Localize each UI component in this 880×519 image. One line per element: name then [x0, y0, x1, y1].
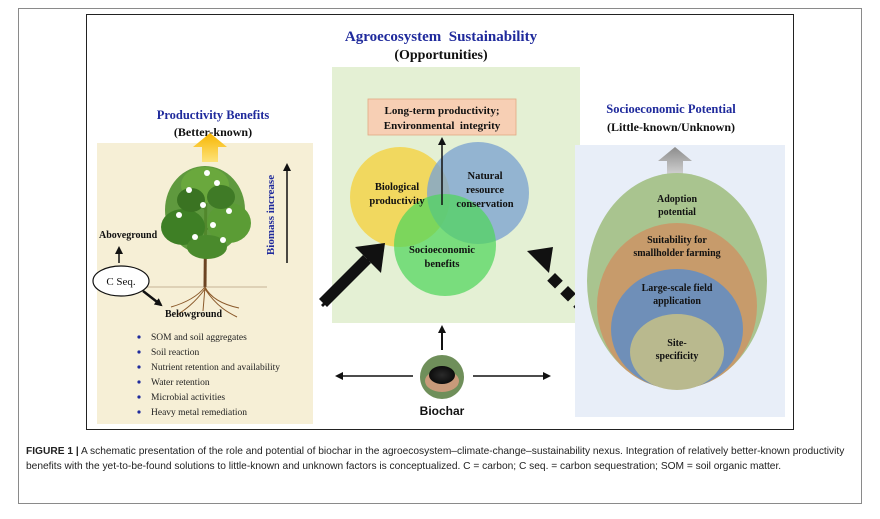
- benefit-item: Soil reaction: [151, 348, 200, 358]
- top-box-line1: Long-term productivity;: [385, 105, 500, 117]
- benefit-item: SOM and soil aggregates: [151, 333, 247, 343]
- ring1-line1: Adoption: [657, 194, 697, 205]
- belowground-arrow-icon: [142, 290, 163, 307]
- figure-caption: FIGURE 1 | A schematic presentation of t…: [26, 445, 850, 474]
- ring2-line2: smallholder farming: [633, 248, 720, 259]
- caption-text: A schematic presentation of the role and…: [26, 446, 845, 472]
- soc-line2: benefits: [425, 259, 460, 270]
- title-line1: Agroecosystem Sustainability: [345, 29, 538, 45]
- aboveground-label: Aboveground: [99, 230, 158, 241]
- bio-line2: productivity: [369, 196, 425, 207]
- ring3-line2: application: [653, 296, 701, 307]
- top-box-line2: Environmental integrity: [384, 120, 501, 132]
- nat-line1: Natural: [468, 171, 503, 182]
- caption-label: FIGURE 1 |: [26, 446, 79, 457]
- right-heading: Socioeconomic Potential: [606, 102, 736, 116]
- nat-line3: conservation: [456, 199, 513, 210]
- left-subheading: (Better-known): [174, 125, 252, 139]
- right-subheading: (Little-known/Unknown): [607, 120, 735, 134]
- gold-up-arrow-icon: [193, 133, 227, 162]
- cseq-label: C Seq.: [106, 276, 136, 288]
- circle-socioeconomic: [394, 194, 496, 296]
- cseq-ellipse: [92, 265, 150, 297]
- soc-line1: Socioeconomic: [409, 245, 475, 256]
- ring3-line1: Large-scale field: [642, 283, 713, 294]
- schematic-svg: Agroecosystem Sustainability (Opportunit…: [92, 29, 785, 424]
- ring-site-specificity: [630, 314, 724, 390]
- title-line2: (Opportunities): [394, 48, 488, 63]
- benefit-item: Heavy metal remediation: [151, 408, 247, 418]
- benefit-list: SOM and soil aggregates Soil reaction Nu…: [137, 333, 280, 418]
- biochar-label: Biochar: [420, 404, 465, 418]
- benefit-item: Water retention: [151, 378, 210, 388]
- ring2-line1: Suitability for: [647, 235, 707, 246]
- biomass-label: Biomass increase: [265, 175, 277, 255]
- ring4-line2: specificity: [656, 351, 699, 362]
- benefit-item: Nutrient retention and availability: [151, 363, 280, 373]
- bio-line1: Biological: [375, 182, 419, 193]
- nat-line2: resource: [466, 185, 504, 196]
- belowground-label: Belowground: [165, 309, 222, 320]
- left-diagonal-arrow-head-icon: [355, 243, 385, 273]
- grey-up-arrow-icon: [658, 147, 692, 176]
- ring4-line1: Site-: [667, 338, 686, 349]
- top-outcome-box: [367, 98, 517, 136]
- left-heading: Productivity Benefits: [157, 108, 270, 122]
- schematic-figure: Agroecosystem Sustainability (Opportunit…: [86, 14, 794, 430]
- left-diagonal-arrow-body-icon: [319, 255, 371, 307]
- benefit-item: Microbial activities: [151, 393, 225, 403]
- ring1-line2: potential: [658, 207, 696, 218]
- plant-icon: [147, 166, 267, 318]
